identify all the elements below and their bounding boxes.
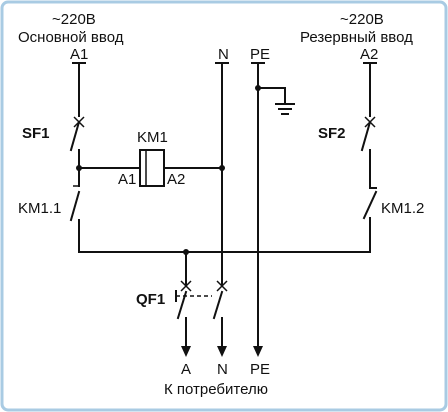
qf1-label: QF1 [136, 291, 165, 308]
qf1-cross-n2 [216, 280, 228, 292]
qf1-blade-neutral [212, 290, 224, 320]
output-phase-label: A [181, 361, 191, 378]
output-earth-label: PE [250, 361, 270, 378]
sf1-label: SF1 [22, 125, 50, 142]
km1-pin-a2: A2 [167, 171, 185, 188]
arrow-down-icon [253, 346, 263, 357]
main-input-title: Основной ввод [18, 29, 124, 46]
main-terminal-label: A1 [70, 46, 88, 63]
reserve-terminal-label: A2 [360, 46, 378, 63]
km11-blade [69, 190, 81, 222]
sf2-blade [360, 120, 372, 152]
main-voltage-label: ~220В [52, 11, 96, 28]
km11-label: KM1.1 [18, 200, 61, 217]
km12-blade [362, 190, 378, 220]
reserve-input-title: Резервный ввод [300, 29, 413, 46]
sf1-blade [69, 120, 81, 152]
output-neutral-label: N [217, 361, 228, 378]
sf2-label: SF2 [318, 125, 346, 142]
km1-coil-label: KM1 [137, 129, 168, 146]
ground-icon [275, 103, 295, 115]
qf1-cross-a2 [180, 280, 192, 292]
km1-coil [139, 149, 165, 187]
earth-bus-label: PE [250, 46, 270, 63]
arrow-down-icon [181, 346, 191, 357]
km12-label: KM1.2 [381, 200, 424, 217]
km1-pin-a1: A1 [118, 171, 136, 188]
output-caption: К потребителю [164, 381, 268, 398]
arrow-down-icon [217, 346, 227, 357]
reserve-voltage-label: ~220В [340, 11, 384, 28]
neutral-bus-label: N [218, 46, 229, 63]
